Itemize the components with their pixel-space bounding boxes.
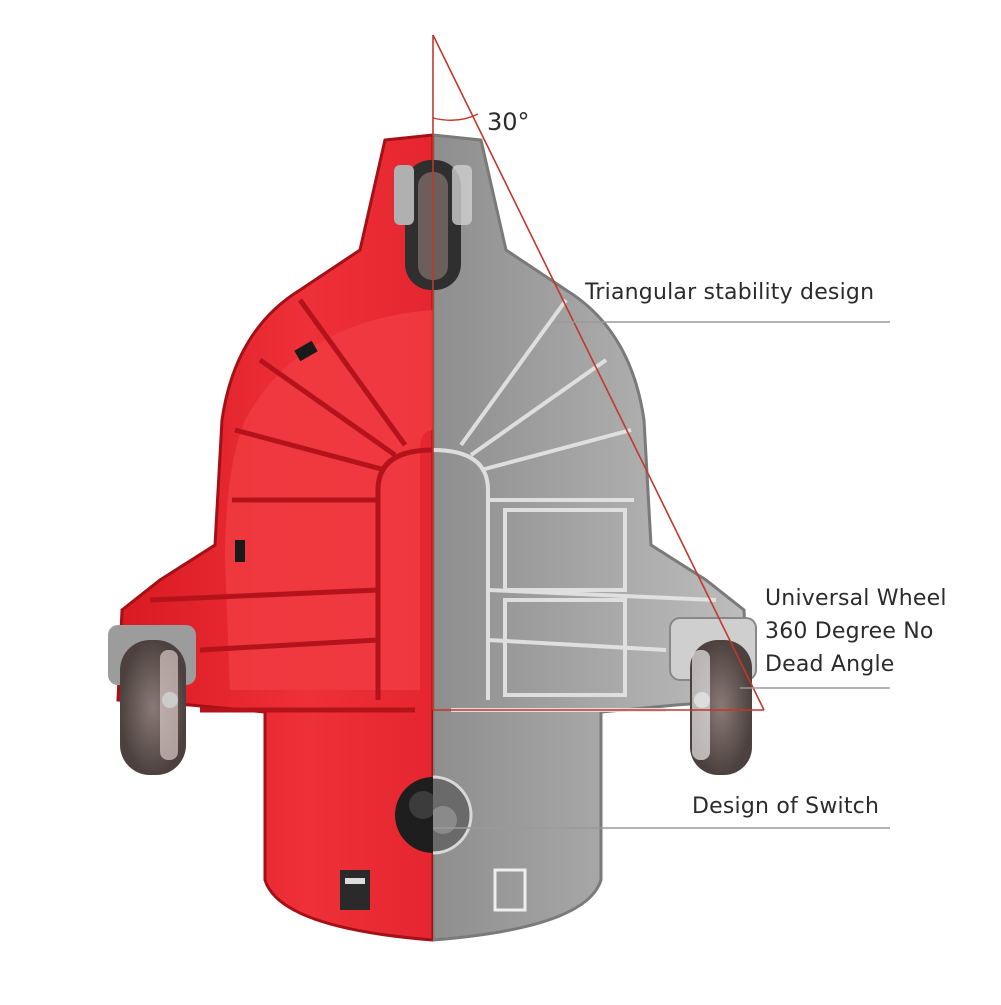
red-half: [116, 133, 433, 942]
left-caster-wheel: [108, 625, 196, 775]
triangle-callout: Triangular stability design: [585, 280, 875, 305]
scooter-body: [116, 133, 750, 942]
angle-label: 30°: [487, 108, 530, 136]
wheel-callout-line-1: Universal Wheel: [765, 586, 947, 611]
wheel-callout: Universal Wheel 360 Degree No Dead Angle: [765, 582, 947, 681]
stability-triangle: [432, 34, 765, 711]
right-caster-wheel: [669, 617, 757, 775]
wheel-callout-line-2: 360 Degree No: [765, 619, 934, 644]
switch-callout: Design of Switch: [692, 794, 880, 819]
leader-lines: [433, 321, 890, 829]
wheel-callout-line-3: Dead Angle: [765, 652, 895, 677]
